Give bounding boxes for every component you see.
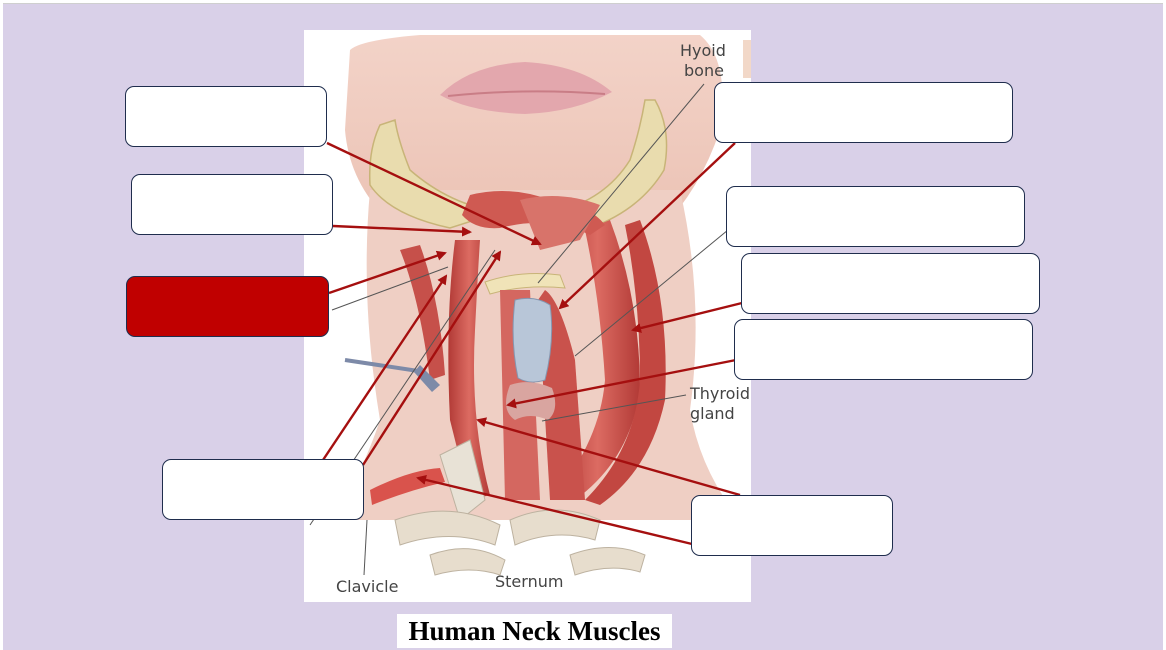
answer-box-9[interactable] — [691, 495, 893, 556]
panel-edge-tab — [743, 40, 751, 78]
answer-box-7[interactable] — [734, 319, 1033, 380]
arrow-box-8b — [476, 417, 741, 497]
sternocleidomastoid-left — [448, 240, 490, 500]
sternum-label: Sternum — [495, 572, 563, 591]
pointer-arrows — [322, 141, 743, 546]
thyroid-label-line1: Thyroid — [689, 384, 750, 403]
answer-box-8[interactable] — [162, 459, 364, 520]
arrow-box-4 — [558, 142, 736, 310]
hyoid-label-line2: bone — [684, 61, 724, 80]
answer-box-2[interactable] — [131, 174, 333, 235]
arrow-box-2 — [332, 224, 472, 237]
arrow-box-1 — [326, 141, 542, 246]
answer-box-6[interactable] — [741, 253, 1040, 314]
larynx — [512, 297, 553, 383]
thyroid-label-line2: gland — [690, 404, 735, 423]
hyoid-label-line1: Hyoid — [680, 41, 726, 60]
answer-box-4[interactable] — [714, 82, 1013, 143]
arrow-box-5a — [322, 274, 448, 461]
sternal-head — [439, 439, 486, 521]
sternocleidomastoid-right — [555, 220, 640, 500]
answer-box-1[interactable] — [125, 86, 327, 147]
sternum-bone — [394, 510, 501, 546]
arrow-box-8a — [416, 475, 693, 546]
lips — [440, 62, 612, 114]
answer-box-5[interactable] — [726, 186, 1025, 247]
arrow-box-3 — [328, 250, 447, 295]
arrow-box-5b — [361, 250, 502, 466]
clavicle-label: Clavicle — [336, 577, 398, 596]
arrow-box-7 — [506, 358, 737, 409]
diagram-title: Human Neck Muscles — [397, 614, 672, 648]
arrow-box-6 — [631, 301, 743, 333]
sternocleidomastoid-right-outer — [585, 220, 666, 505]
answer-box-3[interactable] — [126, 276, 329, 337]
